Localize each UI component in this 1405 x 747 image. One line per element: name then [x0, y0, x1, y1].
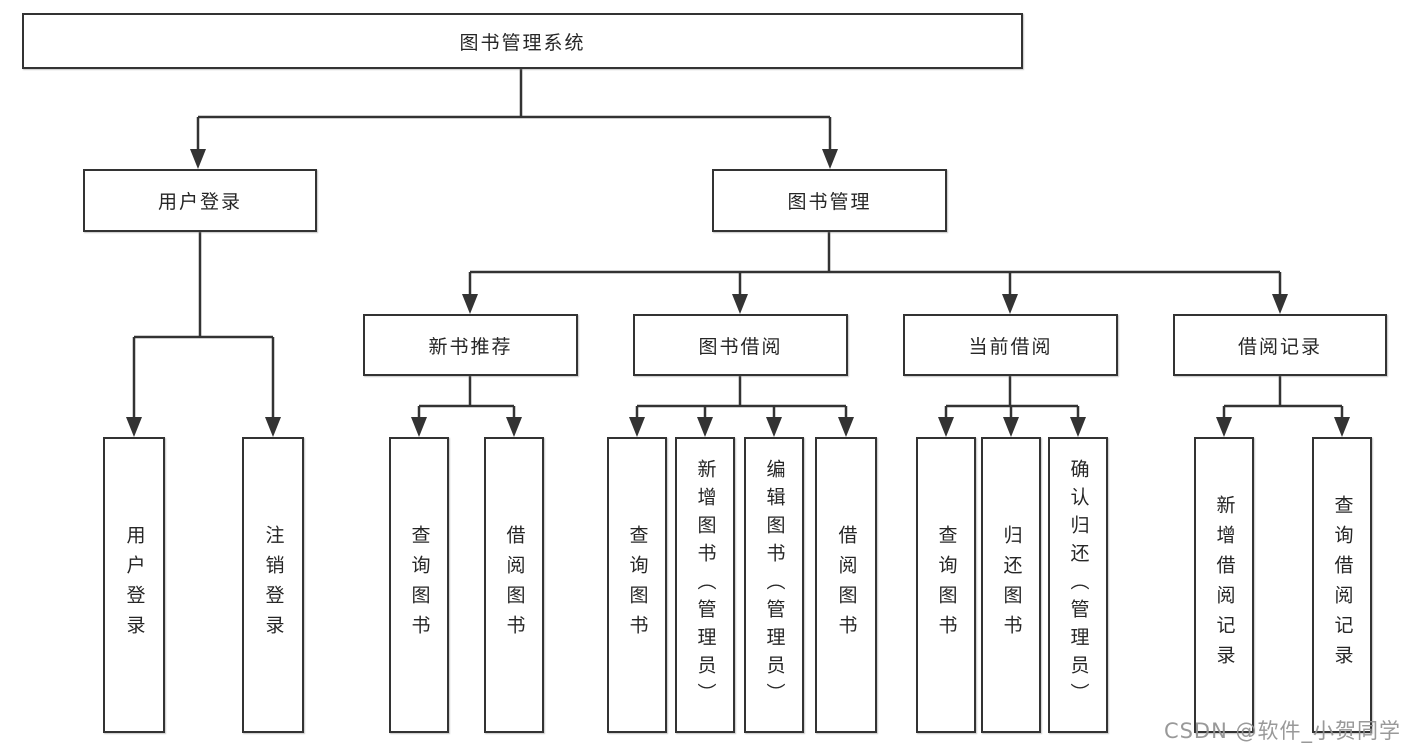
- leaf-current-confirm-return-admin: 确认归还（管理员）: [1048, 437, 1108, 733]
- leaf-borrow-add-books-admin: 新增图书（管理员）: [675, 437, 735, 733]
- leaf-newbook-borrow-books: 借阅图书: [484, 437, 544, 733]
- leaf-current-return-books: 归还图书: [981, 437, 1041, 733]
- leaf-user-login: 用户登录: [103, 437, 165, 733]
- leaf-records-query-record: 查询借阅记录: [1312, 437, 1372, 733]
- node-book-borrow: 图书借阅: [633, 314, 848, 376]
- leaf-newbook-query-books: 查询图书: [389, 437, 449, 733]
- leaf-borrow-edit-books-admin: 编辑图书（管理员）: [744, 437, 804, 733]
- node-library-management-system: 图书管理系统: [22, 13, 1023, 69]
- csdn-watermark: CSDN @软件_小贺同学: [1163, 719, 1401, 743]
- node-borrow-records: 借阅记录: [1173, 314, 1387, 376]
- leaf-logout: 注销登录: [242, 437, 304, 733]
- leaf-current-query-books: 查询图书: [916, 437, 976, 733]
- leaf-records-add-record: 新增借阅记录: [1194, 437, 1254, 733]
- node-new-book-recommend: 新书推荐: [363, 314, 578, 376]
- leaf-borrow-borrow-books: 借阅图书: [815, 437, 877, 733]
- leaf-borrow-query-books: 查询图书: [607, 437, 667, 733]
- node-current-borrow: 当前借阅: [903, 314, 1118, 376]
- node-user-login: 用户登录: [83, 169, 317, 232]
- node-book-management: 图书管理: [712, 169, 947, 232]
